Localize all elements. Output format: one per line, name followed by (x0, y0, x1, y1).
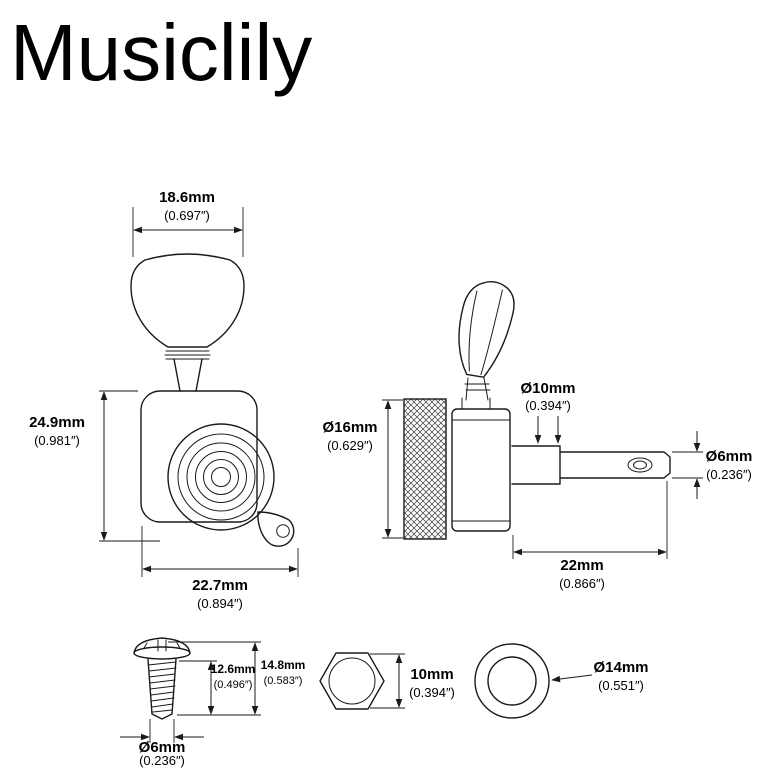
screw-slot (143, 639, 181, 652)
bushing-dia-dimension: Ø16mm (0.629″) (322, 399, 403, 539)
thread-length-mm-label: 12.6mm (211, 662, 256, 676)
post-step-10mm (511, 445, 561, 485)
nut-size-in-label: (0.394″) (409, 685, 455, 700)
post-6mm (559, 451, 671, 479)
total-length-mm-label: 14.8mm (261, 658, 306, 672)
screw-view: 12.6mm (0.496″) 14.8mm (0.583″) Ø6mm (0.… (120, 637, 306, 768)
thread-length-in-label: (0.496″) (214, 679, 253, 691)
front-view: 18.6mm (0.697″) 24.9mm (0.981″) 22.7mm (… (29, 189, 299, 611)
mounting-tab (257, 511, 295, 547)
shaft-dia-in-label: (0.394″) (525, 398, 571, 413)
post-length-in-label: (0.866″) (559, 576, 605, 591)
bushing-dia-mm-label: Ø16mm (322, 419, 377, 436)
tuner-shaft (173, 358, 203, 392)
string-hole-outer (627, 457, 653, 473)
string-hole-inner (633, 460, 647, 470)
washer-dia-in-label: (0.551″) (598, 678, 644, 693)
front-bottom-width-dimension: 22.7mm (0.894″) (141, 526, 299, 611)
tuner-body-plate (140, 390, 258, 523)
post-dia-dimension: Ø6mm (0.236″) (672, 431, 752, 499)
mounting-tab-hole (276, 524, 290, 538)
front-top-width-mm-label: 18.6mm (159, 189, 215, 206)
post-dia-mm-label: Ø6mm (706, 448, 753, 465)
post-dia-in-label: (0.236″) (706, 467, 752, 482)
knurled-bushing (403, 398, 447, 540)
nut-size-dimension: 10mm (0.394″) (370, 653, 455, 709)
thread-length-dimension: 12.6mm (0.496″) (168, 641, 261, 716)
side-button (458, 281, 515, 378)
side-view: Ø16mm (0.629″) Ø10mm (0.394″) Ø6mm (0.23… (322, 281, 752, 591)
gear-housing-circles (167, 423, 275, 531)
washer-view: Ø14mm (0.551″) (474, 643, 649, 719)
front-height-mm-label: 24.9mm (29, 414, 85, 431)
post-length-mm-label: 22mm (560, 557, 603, 574)
total-length-in-label: (0.583″) (264, 675, 303, 687)
shaft-dia-dimension: Ø10mm (0.394″) (520, 380, 576, 444)
front-bottom-width-in-label: (0.894″) (197, 596, 243, 611)
washer-inner (487, 656, 537, 706)
screw-head-rim (133, 646, 191, 660)
hex-nut-bore (328, 657, 376, 705)
side-body-lines (451, 419, 511, 522)
washer-outer (474, 643, 550, 719)
shaft-dia-mm-label: Ø10mm (520, 380, 575, 397)
post-length-dimension: 22mm (0.866″) (512, 481, 668, 591)
side-button-stem (461, 377, 491, 410)
front-height-dimension: 24.9mm (0.981″) (29, 390, 160, 542)
hex-nut-outline (319, 652, 385, 710)
screw-threads (147, 661, 177, 713)
brand-logo: Musiclily (10, 8, 312, 97)
screw-head (133, 637, 191, 654)
screw-dia-mm-label: Ø6mm (139, 739, 186, 756)
front-height-in-label: (0.981″) (34, 433, 80, 448)
bushing-dia-in-label: (0.629″) (327, 438, 373, 453)
screw-dia-dimension: Ø6mm (0.236″) (120, 719, 204, 768)
front-top-width-in-label: (0.697″) (164, 208, 210, 223)
screw-dia-in-label: (0.236″) (139, 753, 185, 768)
front-top-width-dimension: 18.6mm (0.697″) (132, 189, 244, 257)
nut-view: 10mm (0.394″) (319, 652, 455, 710)
nut-size-mm-label: 10mm (410, 666, 453, 683)
screw-shank (147, 658, 177, 720)
side-body (451, 408, 511, 532)
tuner-button-outline (130, 253, 245, 348)
total-length-dimension: 14.8mm (0.583″) (251, 642, 306, 715)
front-bottom-width-mm-label: 22.7mm (192, 577, 248, 594)
washer-dia-dimension: Ø14mm (0.551″) (551, 659, 649, 693)
button-collar-ribs (164, 350, 211, 360)
washer-dia-mm-label: Ø14mm (593, 659, 648, 676)
